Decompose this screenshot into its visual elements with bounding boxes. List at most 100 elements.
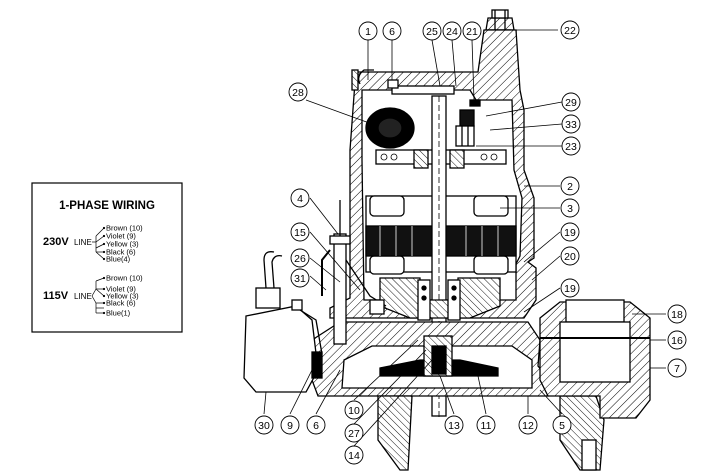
callout-circle [358,21,378,41]
callout-number: 4 [297,193,303,205]
callout-number: 19 [564,227,576,239]
callout-c13: 13 [444,415,464,435]
callout-circle [444,415,464,435]
callout-c22: 22 [560,20,580,40]
callout-circle [288,82,308,102]
callout-circle [254,415,274,435]
callout-circle [560,246,580,266]
callout-c27: 27 [344,423,364,443]
wiring-230v-group: 230V LINE Brown (10) Violet (9) Y [43,224,143,264]
wiring-box-border [31,182,183,333]
callout-number: 13 [448,420,460,432]
callout-number: 31 [294,273,306,285]
callout-c2: 2 [560,176,580,196]
wire-115v-brown: Brown (10) [106,274,143,283]
wiring-115v-lines [91,277,105,314]
callout-circle [280,415,300,435]
wire-115v-black: Black (6) [106,299,136,308]
callout-c24: 24 [442,21,462,41]
callout-c9: 9 [280,415,300,435]
callout-circle [290,188,310,208]
pump-drawing [243,9,651,471]
wiring-title: 1-PHASE WIRING [59,200,155,212]
callout-c12: 12 [518,415,538,435]
callout-number: 29 [565,97,577,109]
callout-number: 14 [348,450,360,462]
callout-c29: 29 [561,92,581,112]
callout-number: 6 [313,420,319,432]
callout-c20: 20 [560,246,580,266]
callout-c1: 1 [358,21,378,41]
float-switch [243,251,323,393]
callout-c31: 31 [290,268,310,288]
line-label-115v: LINE [74,292,92,301]
callout-number: 16 [671,335,683,347]
callout-c3: 3 [560,198,580,218]
line-label-230v: LINE [74,238,92,247]
callout-number: 22 [564,25,576,37]
discharge-flange [539,299,651,471]
callout-circle [552,415,572,435]
wire-115v-blue: Blue(1) [106,309,131,318]
callout-number: 27 [348,428,360,440]
callout-number: 12 [522,420,534,432]
callout-circle [290,268,310,288]
callout-c21: 21 [462,21,482,41]
callout-c4: 4 [290,188,310,208]
callout-number: 20 [564,251,576,263]
callout-c33: 33 [561,114,581,134]
callout-circle [561,92,581,112]
callout-number: 30 [258,420,270,432]
callout-number: 25 [426,26,438,38]
callout-c10: 10 [344,400,364,420]
callout-c14: 14 [344,445,364,465]
wire-115v-violet: Violet (9) [106,285,136,294]
wiring-115v-dots [102,276,106,315]
wire-230v-blue: Blue(4) [106,255,131,264]
callout-c25: 25 [422,21,442,41]
callout-c30: 30 [254,415,274,435]
switch-bracket [329,200,387,345]
callout-circle [561,136,581,156]
callout-number: 33 [565,119,577,131]
callout-circle [422,21,442,41]
wiring-115v-group: 115V LINE Brown (10) [43,274,143,318]
wire-230v-brown: Brown (10) [106,224,143,233]
callout-number: 26 [294,253,306,265]
callout-circle [560,20,580,40]
callout-c11: 11 [476,415,496,435]
callouts [263,29,666,447]
callout-circle [290,222,310,242]
callout-circle [561,114,581,134]
callout-number: 3 [567,203,573,215]
callout-c18: 18 [667,304,687,324]
callout-number: 21 [466,26,478,38]
callout-number: 19 [564,283,576,295]
wire-230v-violet: Violet (9) [106,232,136,241]
callout-number: 24 [446,26,458,38]
callout-c16: 16 [667,330,687,350]
callout-circle [442,21,462,41]
wiring-230v-lines [92,227,105,260]
callout-c23: 23 [561,136,581,156]
callout-circle [382,21,402,41]
callout-circle [290,248,310,268]
callout-circle [344,400,364,420]
callout-number: 28 [292,87,304,99]
callout-number: 18 [671,309,683,321]
wire-115v-yellow: Yellow (3) [106,292,139,301]
voltage-115v: 115V [43,290,69,302]
callout-c28: 28 [288,82,308,102]
callout-number: 1 [365,26,371,38]
wire-230v-yellow: Yellow (3) [106,240,139,249]
callout-c5: 5 [552,415,572,435]
callout-c19b: 19 [560,278,580,298]
callout-number: 5 [559,420,565,432]
wiring-diagram-box: 1-PHASE WIRING 230V LINE Bro [31,182,183,333]
callout-number: 6 [389,26,395,38]
callout-circle [518,415,538,435]
callout-circle [560,222,580,242]
callout-circle [462,21,482,41]
callout-circle [667,330,687,350]
